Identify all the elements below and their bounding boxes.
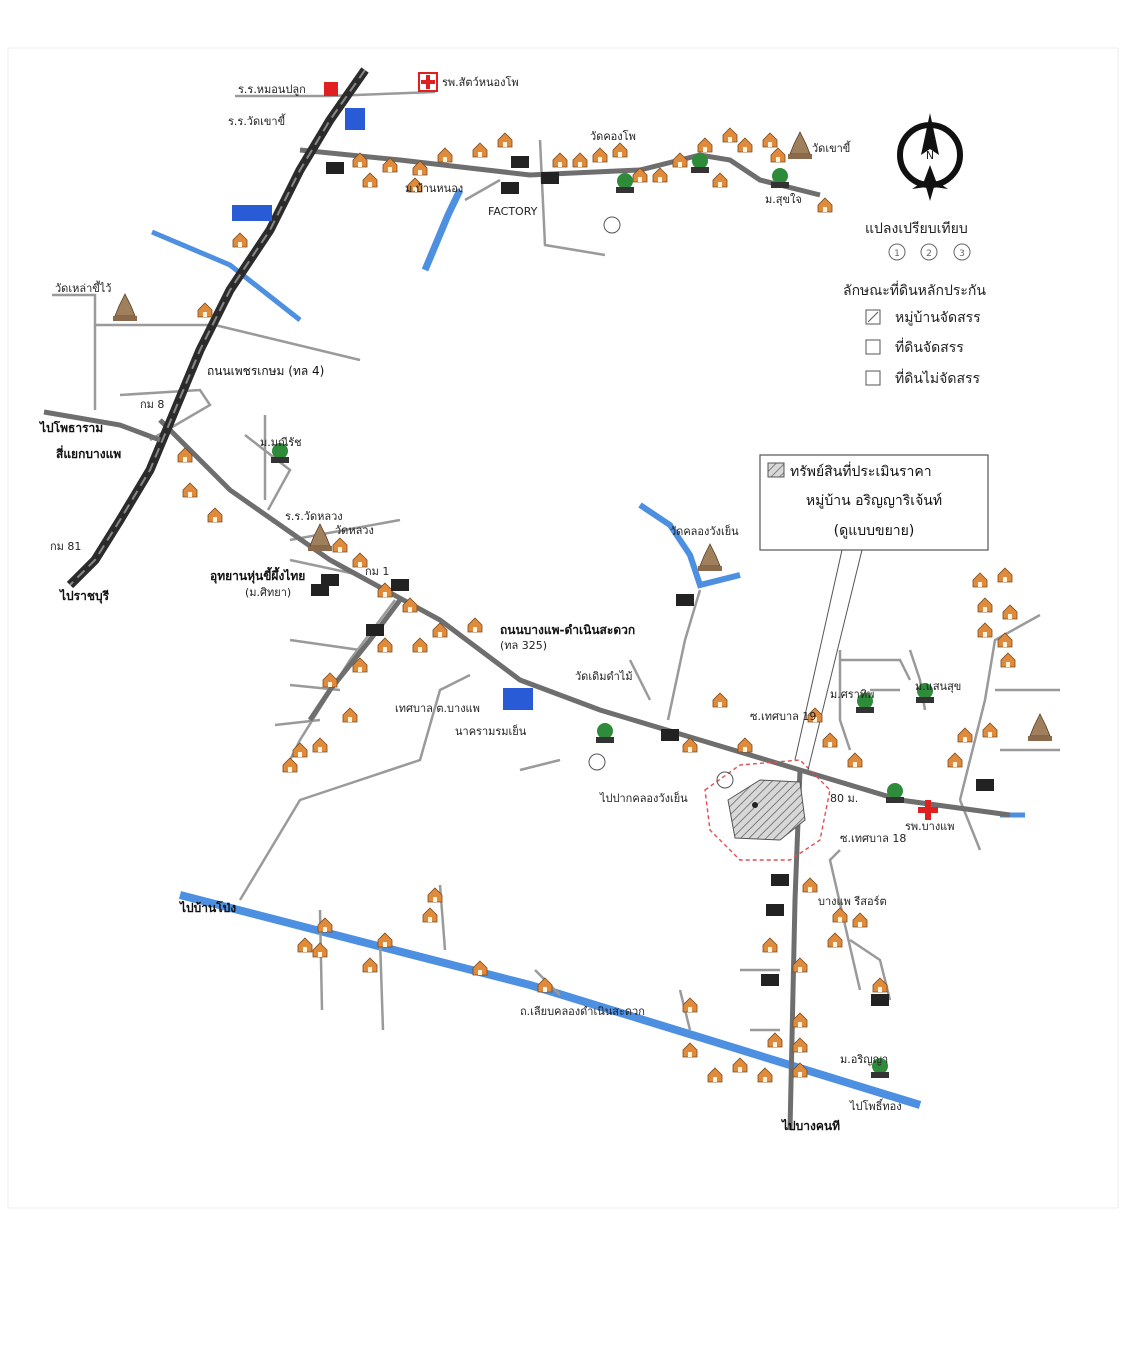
label-sinob: สี่แยกบางแพ bbox=[56, 445, 121, 461]
label-mu-ban-manee: ม.มณีรัช bbox=[260, 436, 302, 449]
label-to-ratchaburi: ไปราชบุรี bbox=[58, 588, 110, 604]
label-wat-top-right: วัดคองโพ bbox=[590, 129, 636, 143]
label-top-school: ร.ร.หมอนปลูก bbox=[238, 83, 306, 96]
label-temple-left: วัดเหล่าขี้ไว้ bbox=[55, 280, 111, 295]
land-type-title: ลักษณะที่ดินหลักประกัน bbox=[843, 281, 986, 299]
label-factory: FACTORY bbox=[488, 205, 538, 218]
legend: แปลงเปรียบเทียบ 1 2 3 ลักษณะที่ดินหลักปร… bbox=[843, 221, 986, 387]
label-km80: 80 ม. bbox=[830, 792, 858, 805]
label-to-bang-khon: ไปบางคนที bbox=[780, 1118, 840, 1133]
label-wat-luang: วัดหลวง bbox=[335, 524, 374, 537]
main-highway bbox=[43, 67, 369, 589]
label-to-ban-pong: ไปบ้านโป่ง bbox=[178, 900, 236, 915]
label-petchkasem: ถนนเพชรเกษม (ทล 4) bbox=[207, 364, 324, 378]
label-udyan-sub: (ม.ศิทยา) bbox=[245, 586, 291, 599]
callout-line2: หมู่บ้าน อริญญาริเจ้นท์ bbox=[806, 492, 942, 509]
label-village-ban-nong: ม.บ้านหนอง bbox=[405, 182, 463, 195]
land-type-3: ที่ดินไม่จัดสรร bbox=[895, 369, 981, 387]
label-nakhon-rom-yen: นาครามรมเย็น bbox=[455, 724, 527, 738]
label-canal-damnoen: ถ.เลียบคลองดำเนินสะดวก bbox=[520, 1005, 645, 1018]
label-mu-ban-sansuk: ม.แสนสุข bbox=[915, 680, 961, 693]
callout-line1: ทรัพย์สินที่ประเมินราคา bbox=[790, 462, 932, 480]
label-soi-tesaban19: ซ.เทศบาล 19 bbox=[750, 710, 816, 723]
label-village-sutjai: ม.สุขใจ bbox=[765, 193, 802, 206]
label-temple-right: วัดเขาขี้ bbox=[812, 140, 851, 155]
label-to-photharam: ไปโพธาราม bbox=[38, 420, 103, 435]
land-type-2: ที่ดินจัดสรร bbox=[895, 338, 964, 356]
label-municipality: เทศบาล ต.บางแพ bbox=[395, 702, 480, 715]
label-clinic-top: รพ.สัตว์หนองโพ bbox=[442, 75, 519, 89]
label-soi-tesaban18: ซ.เทศบาล 18 bbox=[840, 832, 906, 845]
label-wat-khao: ร.ร.วัดเขาขี้ bbox=[228, 113, 286, 128]
label-to-pak-klong: ไปปากคลองวังเย็น bbox=[599, 791, 688, 805]
label-wat-luang-school: ร.ร.วัดหลวง bbox=[285, 510, 343, 523]
compare-title: แปลงเปรียบเทียบ bbox=[865, 221, 968, 237]
label-village-arinya: ม.อริญญา bbox=[840, 1053, 888, 1066]
label-km1: กม 1 bbox=[365, 565, 389, 578]
callout-line3: (ดูแบบขยาย) bbox=[834, 523, 915, 539]
callout-lines bbox=[794, 549, 863, 771]
label-udyan: อุทยานหุ่นขี้ผึ้งไทย bbox=[210, 566, 305, 584]
subject-callout: ทรัพย์สินที่ประเมินราคา หมู่บ้าน อริญญาร… bbox=[759, 454, 989, 551]
label-wat-klong-wangyen: วัดคลองวังเย็น bbox=[670, 524, 739, 538]
label-wat-tham: วัดเดิมดำไม้ bbox=[575, 670, 633, 683]
compare-marker-2: 2 bbox=[926, 249, 932, 259]
label-km81: กม 81 bbox=[50, 540, 81, 553]
label-bangpae-road-sub: (ทล 325) bbox=[500, 639, 547, 652]
map-compare-markers bbox=[588, 216, 734, 789]
blue-building-markers bbox=[232, 108, 533, 710]
label-km8: กม 8 bbox=[140, 398, 164, 411]
label-hospital-bangpae: รพ.บางแพ bbox=[905, 820, 955, 833]
compare-marker-3: 3 bbox=[959, 249, 965, 259]
label-to-pho-thong: ไปโพธิ์ทอง bbox=[849, 1098, 902, 1113]
north-label: N bbox=[926, 149, 934, 162]
compare-marker-1: 1 bbox=[894, 249, 900, 259]
map-labels: ร.ร.หมอนปลูก รพ.สัตว์หนองโพ ร.ร.วัดเขาขี… bbox=[38, 75, 961, 1133]
north-arrow-icon: N bbox=[897, 113, 963, 201]
label-mu-ban-srapathum: ม.ศราทิพ bbox=[830, 688, 874, 701]
hospital-markers bbox=[324, 72, 938, 820]
label-bangpae-resort: บางแพ รีสอร์ต bbox=[818, 895, 887, 908]
subject-property bbox=[704, 759, 831, 861]
label-bangpae-road: ถนนบางแพ-ดำเนินสะดวก bbox=[500, 623, 635, 637]
land-type-1: หมู่บ้านจัดสรร bbox=[895, 310, 981, 326]
